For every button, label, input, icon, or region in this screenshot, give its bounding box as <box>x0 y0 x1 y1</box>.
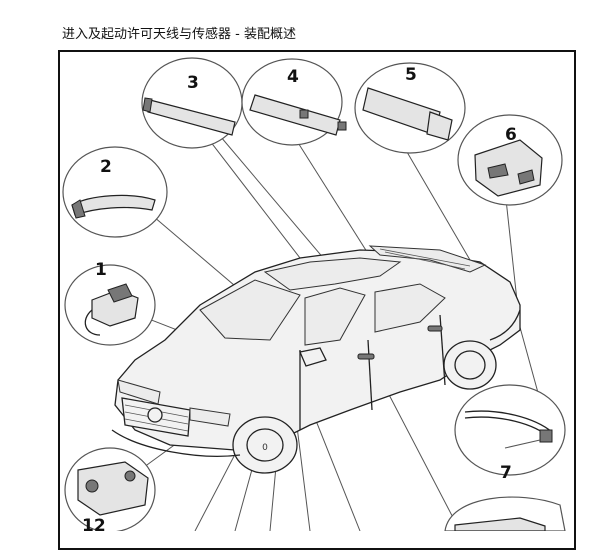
callout-group-6: 6 <box>457 114 563 206</box>
page-title: 进入及起动许可天线与传感器 - 装配概述 <box>62 27 296 42</box>
callout-4: 4 <box>287 67 299 87</box>
wheel-mark: 0 <box>262 443 268 453</box>
callout-group-partial <box>444 496 566 531</box>
callout-2: 2 <box>100 157 112 177</box>
car-illustration <box>111 245 521 474</box>
callout-3: 3 <box>187 73 199 93</box>
callout-group-3: 3 <box>141 57 243 149</box>
callout-12: 12 <box>82 516 106 531</box>
callout-7: 7 <box>500 463 512 483</box>
callout-group-1: 1 <box>64 260 156 346</box>
callout-6: 6 <box>505 125 517 145</box>
callout-group-5: 5 <box>354 62 466 154</box>
callout-group-4: 4 <box>241 58 347 146</box>
assembly-diagram: 1 2 3 4 5 6 <box>62 57 566 531</box>
callout-group-12: 12 <box>64 447 156 531</box>
callout-group-7: 7 <box>454 384 566 483</box>
callout-5: 5 <box>405 65 417 85</box>
callout-1: 1 <box>95 260 107 280</box>
callout-group-2: 2 <box>62 146 168 238</box>
